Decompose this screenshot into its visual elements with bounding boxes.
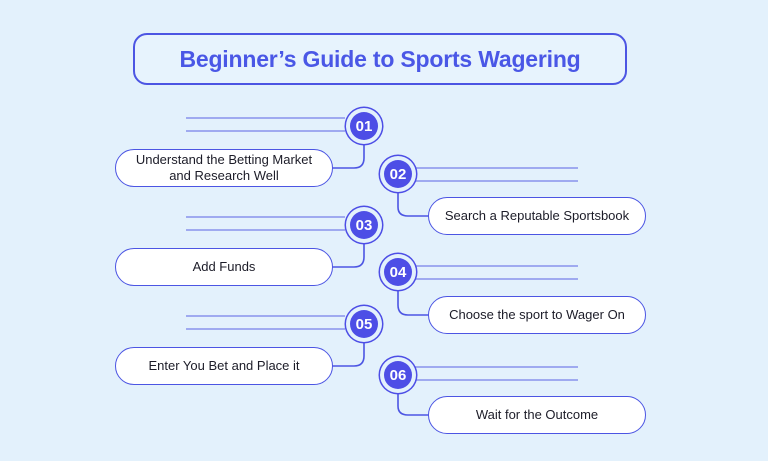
connector-05 <box>332 338 365 367</box>
step-card-02: Search a Reputable Sportsbook <box>428 197 646 235</box>
step-card-01: Understand the Betting Market and Resear… <box>115 149 333 187</box>
connector-02 <box>397 190 429 217</box>
step-badge-03: 03 <box>350 211 378 239</box>
step-badge-02: 02 <box>384 160 412 188</box>
step-badge-01: 01 <box>350 112 378 140</box>
connector-04 <box>397 288 429 316</box>
connector-06 <box>397 389 429 416</box>
connector-01 <box>332 140 365 169</box>
step-label-06: Wait for the Outcome <box>475 407 599 422</box>
step-label-01: Understand the Betting Market and Resear… <box>135 152 313 183</box>
step-label-03: Add Funds <box>192 259 256 274</box>
step-card-03: Add Funds <box>115 248 333 286</box>
step-badge-04: 04 <box>384 258 412 286</box>
step-card-06: Wait for the Outcome <box>428 396 646 434</box>
step-label-04: Choose the sport to Wager On <box>449 307 625 322</box>
step-label-02: Search a Reputable Sportsbook <box>444 208 630 223</box>
step-badge-05: 05 <box>350 310 378 338</box>
page-title: Beginner’s Guide to Sports Wagering <box>179 45 581 72</box>
connector-03 <box>332 239 365 268</box>
step-label-05: Enter You Bet and Place it <box>148 358 300 373</box>
step-card-04: Choose the sport to Wager On <box>428 296 646 334</box>
step-card-05: Enter You Bet and Place it <box>115 347 333 385</box>
step-badge-06: 06 <box>384 361 412 389</box>
title-box: Beginner’s Guide to Sports Wagering <box>133 33 627 85</box>
